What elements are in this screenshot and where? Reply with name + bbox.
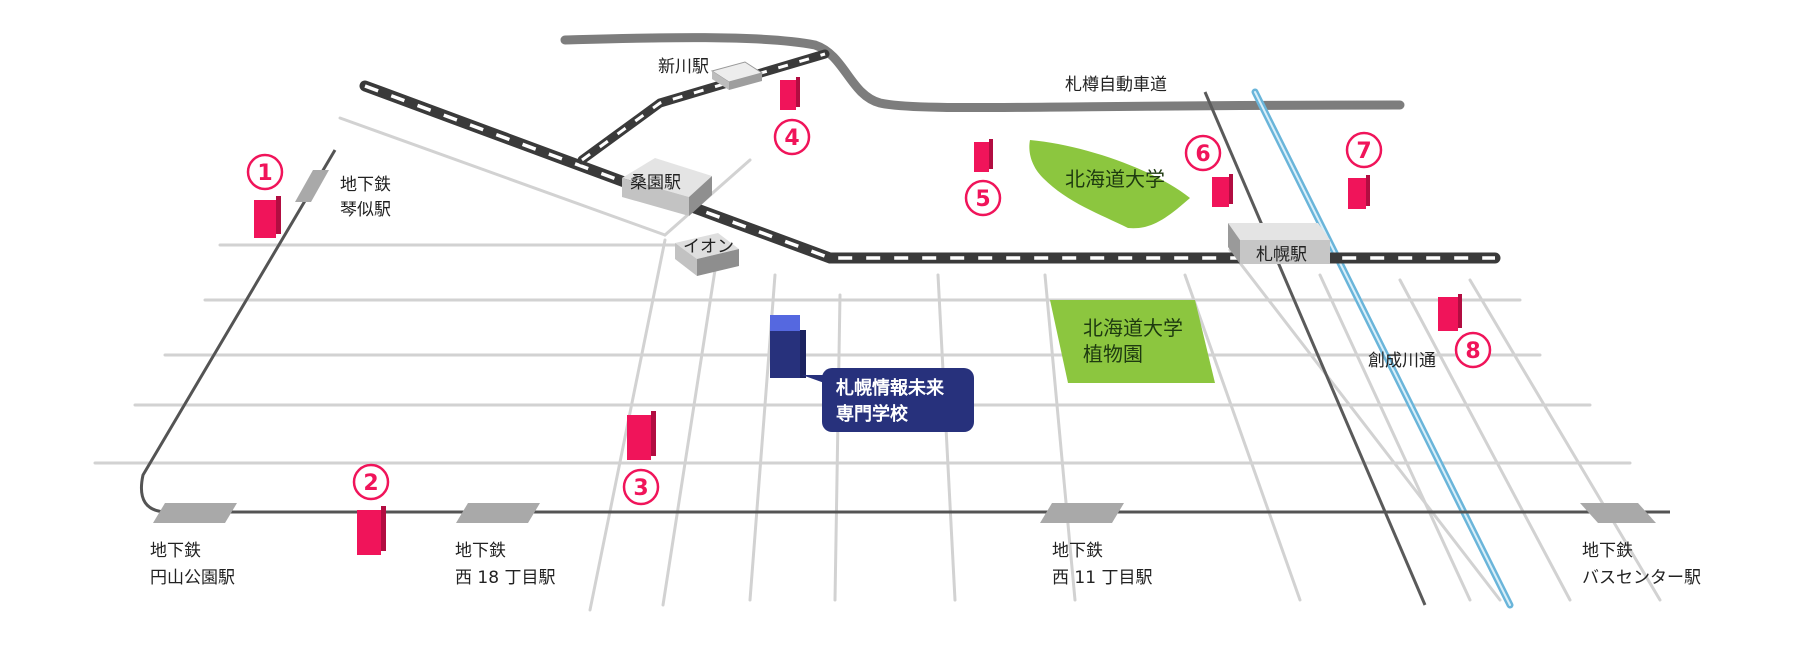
label-garden-line2: 植物園 bbox=[1083, 342, 1143, 366]
label-nishi11-line1: 地下鉄 bbox=[1052, 541, 1103, 561]
street-v-8 bbox=[1228, 248, 1502, 602]
location-box-5 bbox=[974, 139, 993, 172]
marker-3[interactable]: 3 bbox=[622, 468, 660, 506]
nishi11-station-pad bbox=[1040, 503, 1124, 523]
aeon-building bbox=[675, 233, 739, 276]
school-name-line2: 専門学校 bbox=[836, 403, 909, 425]
label-kotoni-line1: 地下鉄 bbox=[340, 175, 391, 195]
label-bus-center-line2: バスセンター駅 bbox=[1582, 568, 1701, 588]
marker-3-label: 3 bbox=[633, 476, 648, 501]
jr-sassho-line bbox=[577, 49, 830, 165]
shinkawa-station-building bbox=[710, 61, 764, 90]
location-box-3 bbox=[627, 411, 656, 460]
street-v-2 bbox=[661, 268, 717, 607]
sosei-river-highlight bbox=[1254, 91, 1511, 606]
street-v-4 bbox=[833, 293, 842, 602]
location-box-7 bbox=[1348, 175, 1370, 209]
marker-5-label: 5 bbox=[975, 187, 990, 212]
label-souen-station: 桑園駅 bbox=[630, 173, 681, 193]
label-maruyama-line2: 円山公園駅 bbox=[150, 568, 235, 588]
school-callout[interactable]: 札幌情報未来 専門学校 bbox=[802, 368, 974, 432]
maruyama-koen-station-pad bbox=[153, 503, 237, 523]
sapporo-station-building bbox=[1228, 223, 1330, 264]
label-sapporo-station: 札幌駅 bbox=[1256, 245, 1307, 265]
street-v-11 bbox=[1468, 278, 1662, 602]
location-box-4 bbox=[780, 77, 800, 110]
marker-numbers: 1 2 3 4 5 6 7 8 bbox=[246, 118, 1492, 506]
street-v-7 bbox=[1183, 273, 1302, 602]
jr-main-line bbox=[359, 80, 1501, 264]
marker-2-label: 2 bbox=[363, 471, 378, 496]
bus-center-station-pad bbox=[1580, 503, 1656, 523]
street-v-5 bbox=[936, 273, 957, 602]
label-shinkawa-station: 新川駅 bbox=[658, 57, 709, 77]
marker-2[interactable]: 2 bbox=[352, 463, 390, 501]
souen-station-building bbox=[622, 158, 712, 216]
marker-4[interactable]: 4 bbox=[773, 118, 811, 156]
marker-1-label: 1 bbox=[257, 161, 272, 186]
sassho-expressway bbox=[560, 33, 1405, 113]
marker-6[interactable]: 6 bbox=[1184, 134, 1222, 172]
street-diagonal-west bbox=[338, 116, 667, 237]
location-box-2 bbox=[357, 506, 386, 555]
marker-7-label: 7 bbox=[1356, 139, 1371, 164]
street-v-10 bbox=[1398, 278, 1572, 602]
label-nishi11-line2: 西 11 丁目駅 bbox=[1052, 568, 1152, 588]
label-maruyama-line1: 地下鉄 bbox=[150, 541, 201, 561]
label-nishi18-line1: 地下鉄 bbox=[455, 541, 506, 561]
marker-7[interactable]: 7 bbox=[1345, 131, 1383, 169]
label-sosei-avenue: 創成川通 bbox=[1368, 351, 1436, 371]
street-v-6 bbox=[1043, 273, 1077, 602]
marker-6-label: 6 bbox=[1195, 142, 1210, 167]
avenue-north-south bbox=[1203, 91, 1427, 606]
nishi18-station-pad bbox=[456, 503, 540, 523]
label-garden-line1: 北海道大学 bbox=[1083, 316, 1183, 340]
location-box-6 bbox=[1212, 174, 1233, 207]
label-expressway: 札樽自動車道 bbox=[1065, 75, 1167, 95]
botanical-garden bbox=[1050, 300, 1215, 383]
marker-1[interactable]: 1 bbox=[246, 153, 284, 191]
location-box-8 bbox=[1438, 294, 1462, 331]
label-kotoni-line2: 琴似駅 bbox=[340, 200, 391, 220]
location-boxes bbox=[254, 77, 1462, 555]
label-aeon: イオン bbox=[683, 237, 734, 257]
label-hokudai: 北海道大学 bbox=[1065, 167, 1165, 191]
street-v-9 bbox=[1318, 273, 1472, 602]
label-bus-center-line1: 地下鉄 bbox=[1582, 541, 1633, 561]
location-box-1 bbox=[254, 196, 281, 238]
hokkaido-university-campus bbox=[1029, 140, 1190, 229]
marker-4-label: 4 bbox=[784, 126, 799, 151]
school-name-line1: 札幌情報未来 bbox=[835, 377, 945, 399]
school-building bbox=[770, 315, 806, 378]
marker-5[interactable]: 5 bbox=[964, 179, 1002, 217]
marker-8-label: 8 bbox=[1465, 339, 1480, 364]
kotoni-station-pad bbox=[295, 170, 329, 202]
marker-8[interactable]: 8 bbox=[1454, 331, 1492, 369]
label-nishi18-line2: 西 18 丁目駅 bbox=[455, 568, 555, 588]
